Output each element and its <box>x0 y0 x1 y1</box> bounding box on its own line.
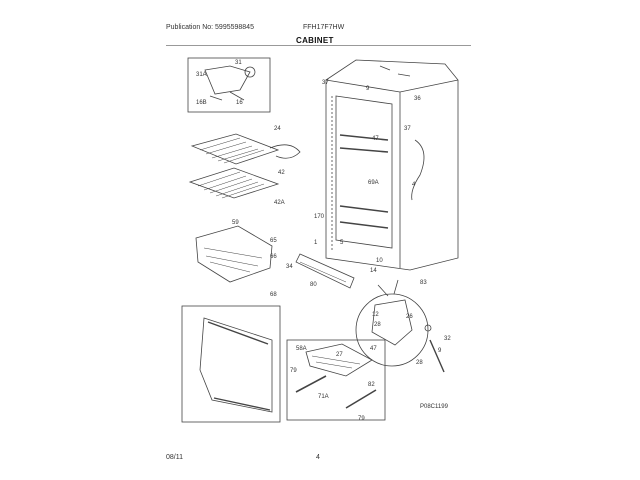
condenser-tube <box>411 139 425 201</box>
callout-24: 24 <box>274 126 281 132</box>
callout-82: 82 <box>368 382 375 388</box>
callout-27: 27 <box>336 352 343 358</box>
callout-58a: 58A <box>296 346 307 352</box>
wire-shelf-upper <box>190 133 280 165</box>
callout-32: 32 <box>444 336 451 342</box>
drawer-detail-inset <box>286 339 386 421</box>
page-number: 4 <box>316 454 320 461</box>
callout-1: 1 <box>314 240 318 246</box>
cabinet-opening <box>335 95 393 249</box>
callout-47: 47 <box>372 136 379 142</box>
door-liner-edges <box>207 321 271 411</box>
callout-16b: 16B <box>196 100 207 106</box>
cabinet-top-edge <box>325 79 459 93</box>
leveling-cap <box>424 324 432 332</box>
wire-shelf-lower-wires <box>197 171 265 199</box>
callout-69a: 69A <box>368 180 379 186</box>
leveling-leg <box>429 339 445 373</box>
callout-31: 31 <box>235 60 242 66</box>
model-number: FFH17F7HW <box>303 24 345 31</box>
hinge-detail-inset <box>187 57 271 113</box>
leveler-detail-circle <box>355 293 429 367</box>
callout-12: 12 <box>372 312 379 318</box>
callout-79-bottom: 79 <box>358 416 365 422</box>
callout-66: 66 <box>270 254 277 260</box>
wire-basket <box>195 225 273 283</box>
callout-68: 68 <box>270 292 277 298</box>
callout-31a: 31A <box>196 72 207 78</box>
callout-59: 59 <box>232 220 239 226</box>
callout-42a: 42A <box>274 200 285 206</box>
callout-47-detail: 47 <box>370 346 377 352</box>
shelf-bracket <box>269 144 301 159</box>
detail-leader-lines <box>377 279 399 297</box>
callout-79-left: 79 <box>290 368 297 374</box>
header-rule <box>166 45 471 46</box>
callout-28-detail: 28 <box>374 322 381 328</box>
callout-37-side: 37 <box>404 126 411 132</box>
callout-14: 14 <box>370 268 377 274</box>
callout-83: 83 <box>420 280 427 286</box>
callout-16: 16 <box>236 100 243 106</box>
page-title: CABINET <box>296 36 334 45</box>
cabinet-shelf-rail <box>339 134 389 153</box>
drawer-slides <box>295 375 377 409</box>
callout-9-detail: 9 <box>438 348 442 354</box>
callout-5: 5 <box>340 240 344 246</box>
callout-9-top: 9 <box>366 86 370 92</box>
callout-37-top: 37 <box>322 80 329 86</box>
top-hinge-parts <box>379 65 411 77</box>
door-liner-inset <box>181 305 281 423</box>
hinge-knob <box>244 66 256 78</box>
cabinet-body <box>325 59 459 271</box>
wire-shelf-lower <box>188 167 280 199</box>
callout-65: 65 <box>270 238 277 244</box>
wire-basket-wires <box>203 247 263 273</box>
drawer-basket <box>305 343 373 377</box>
kick-plate <box>295 253 355 289</box>
callout-71a: 71A <box>318 394 329 400</box>
callout-34: 34 <box>286 264 293 270</box>
callout-42: 42 <box>278 170 285 176</box>
callout-36: 36 <box>414 96 421 102</box>
hinge-screws <box>209 91 245 101</box>
callout-28-leg: 28 <box>416 360 423 366</box>
leveler-bracket <box>371 299 413 346</box>
callout-80: 80 <box>310 282 317 288</box>
callout-10: 10 <box>376 258 383 264</box>
hinge-bracket <box>204 65 251 95</box>
kick-plate-groove <box>299 261 347 283</box>
footer-date: 08/11 <box>166 454 183 461</box>
callout-26: 26 <box>406 314 413 320</box>
callout-4: 4 <box>412 182 416 188</box>
door-liner <box>199 317 273 413</box>
publication-number: Publication No: 5995598845 <box>166 24 254 31</box>
cabinet-lower-rail <box>339 205 389 229</box>
callout-170: 170 <box>314 214 325 220</box>
figure-id: P08C1199 <box>420 404 448 410</box>
wire-shelf-upper-wires <box>199 137 265 164</box>
drawer-basket-wires <box>311 355 361 369</box>
